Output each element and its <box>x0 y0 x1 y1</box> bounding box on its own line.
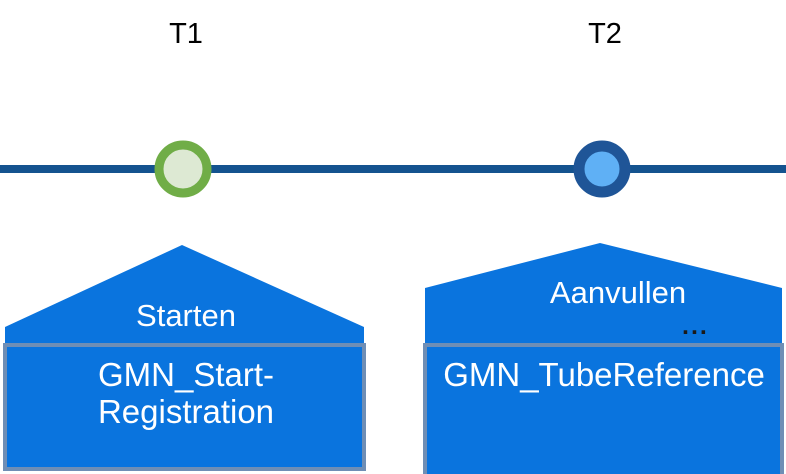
node-right-title: Aanvullen <box>549 275 687 310</box>
timeline-label-t2: T2 <box>588 18 622 50</box>
node-right-roof <box>425 243 782 346</box>
node-left-body-label: GMN_Start-Registration <box>97 356 275 430</box>
node-right-ellipsis: ... <box>682 312 709 340</box>
node-left-roof <box>5 245 364 346</box>
timeline-marker-t1[interactable] <box>154 140 212 198</box>
node-left-shape[interactable] <box>3 245 366 471</box>
node-right-body <box>423 343 784 474</box>
node-right-body-label: GMN_TubeReference <box>443 356 765 393</box>
node-left-body <box>3 343 366 471</box>
node-right-shape[interactable] <box>423 243 784 474</box>
timeline-marker-t2[interactable] <box>573 140 631 198</box>
node-left-title: Starten <box>136 298 236 333</box>
timeline-label-t1: T1 <box>169 18 203 50</box>
